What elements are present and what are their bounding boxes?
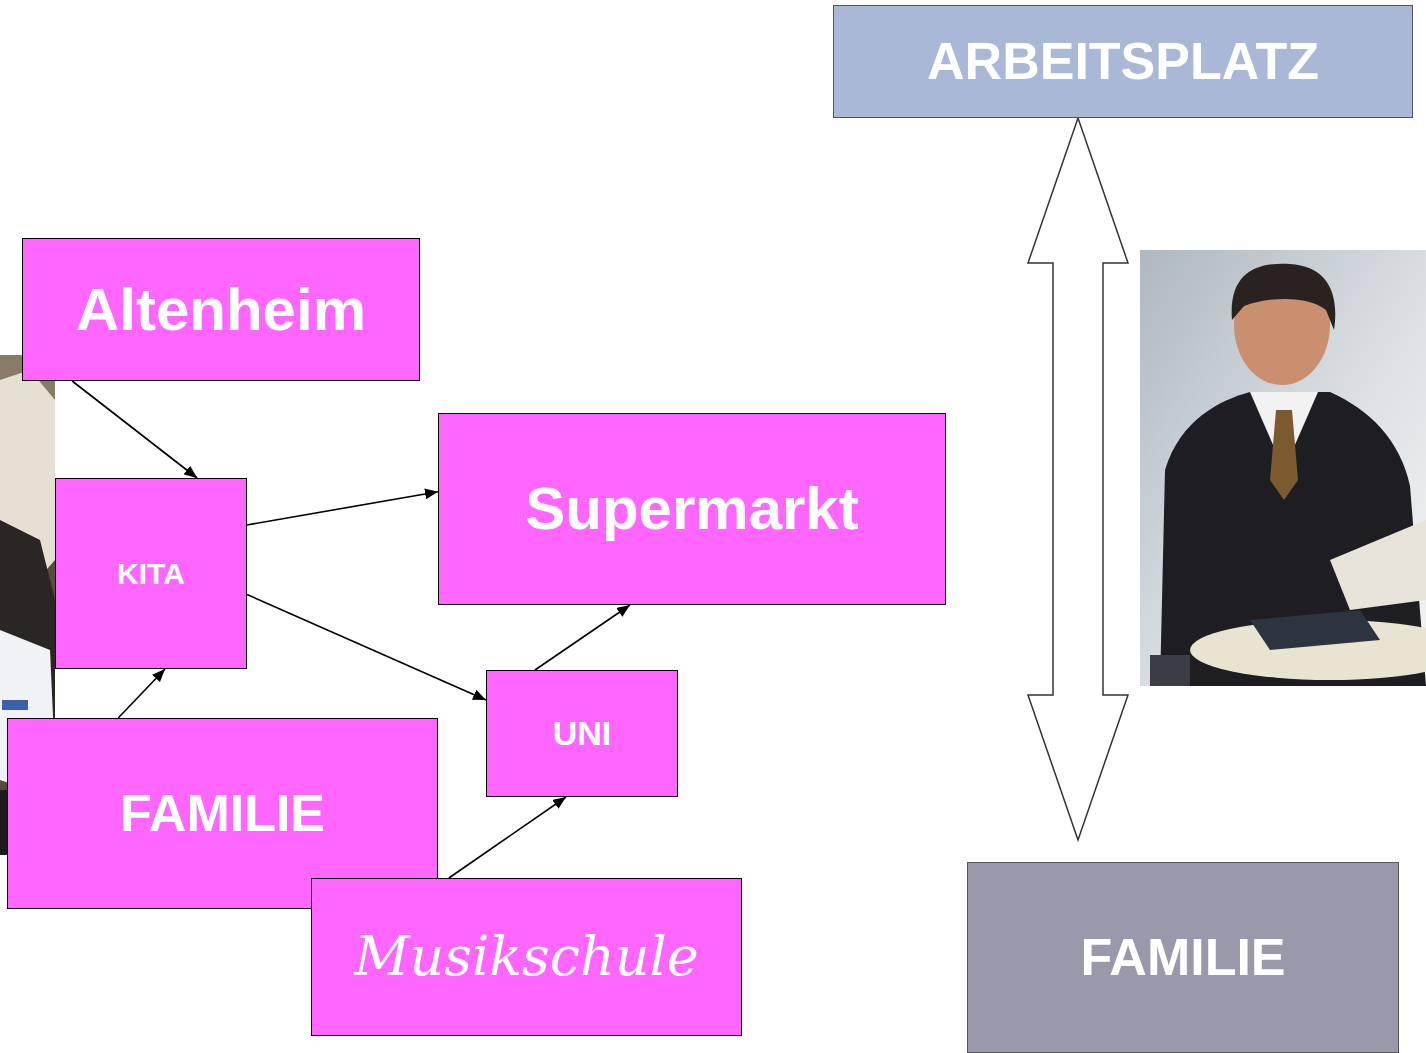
arrow-line [118,669,165,718]
node-label: Musikschule [354,927,699,986]
place-box: KITA [55,478,247,669]
arrow-line [72,381,197,478]
place-box: Altenheim [22,238,420,381]
node-label: Altenheim [76,277,366,343]
place-box: UNI [486,670,678,797]
arrow-line [535,605,630,670]
businessman-photo [1140,250,1426,686]
place-box: Supermarkt [438,413,946,605]
family-box: FAMILIE [967,862,1399,1053]
place-box: Musikschule [311,878,742,1036]
node-label: FAMILIE [120,785,325,842]
arrow-line [247,595,486,700]
workplace-box: ARBEITSPLATZ [833,5,1413,118]
arrow-line [247,492,438,525]
node-label: FAMILIE [1080,929,1285,986]
node-label: KITA [117,557,185,590]
double-block-arrow [1028,118,1128,840]
node-label: Supermarkt [525,476,858,542]
node-label: ARBEITSPLATZ [927,33,1319,90]
node-label: UNI [553,715,612,752]
arrow-line [449,797,566,878]
